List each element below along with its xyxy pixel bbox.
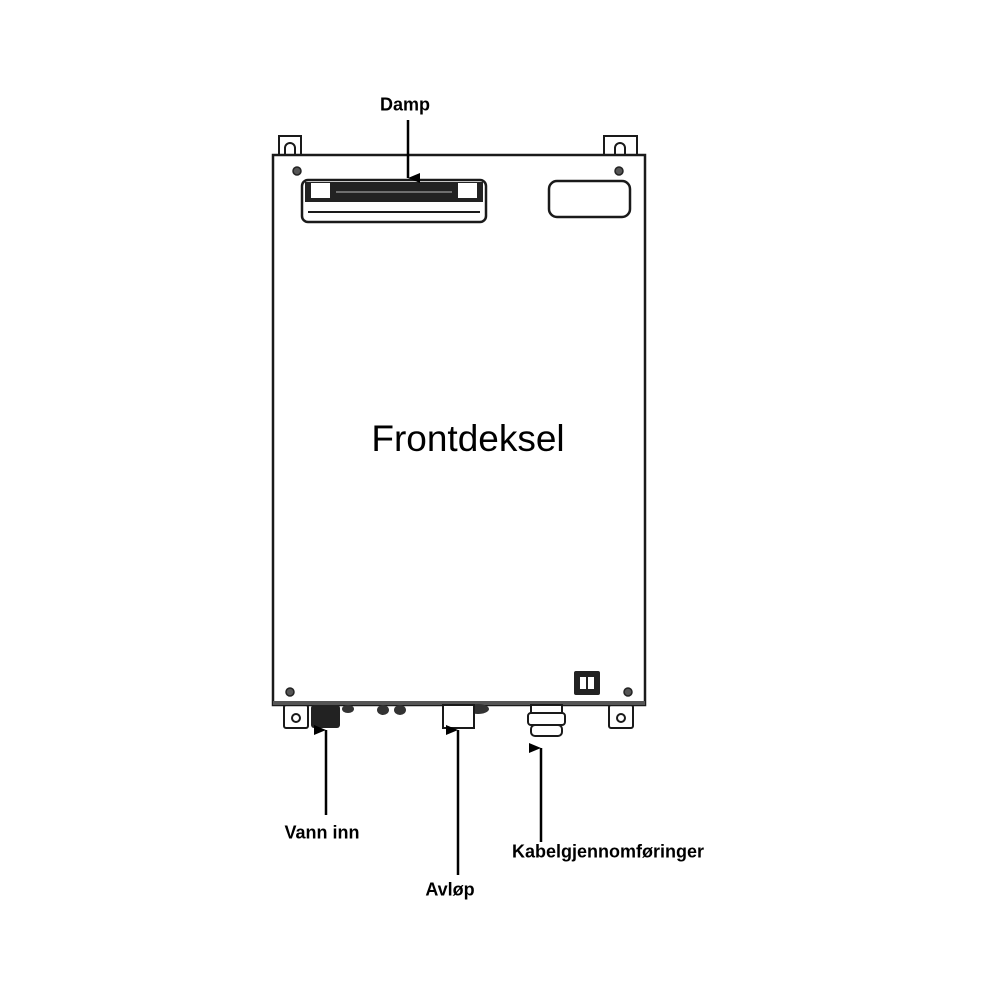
screw-icons xyxy=(285,166,633,697)
water-inlet-connector xyxy=(311,705,340,728)
display-window xyxy=(547,179,632,219)
label-steam: Damp xyxy=(379,94,431,115)
mounting-tab-bottom-right xyxy=(608,704,634,729)
label-drain: Avløp xyxy=(425,879,475,900)
indicator-icon xyxy=(574,671,600,695)
front-cover-panel xyxy=(271,153,647,707)
cable-gland xyxy=(527,704,566,737)
label-cable-glands: Kabelgjennomføringer xyxy=(511,841,705,862)
steam-outlet xyxy=(300,178,488,224)
mounting-tab-bottom-left xyxy=(283,704,309,729)
drain-connector xyxy=(442,704,475,729)
label-front-cover: Frontdeksel xyxy=(371,418,565,459)
label-water-in: Vann inn xyxy=(284,822,360,843)
